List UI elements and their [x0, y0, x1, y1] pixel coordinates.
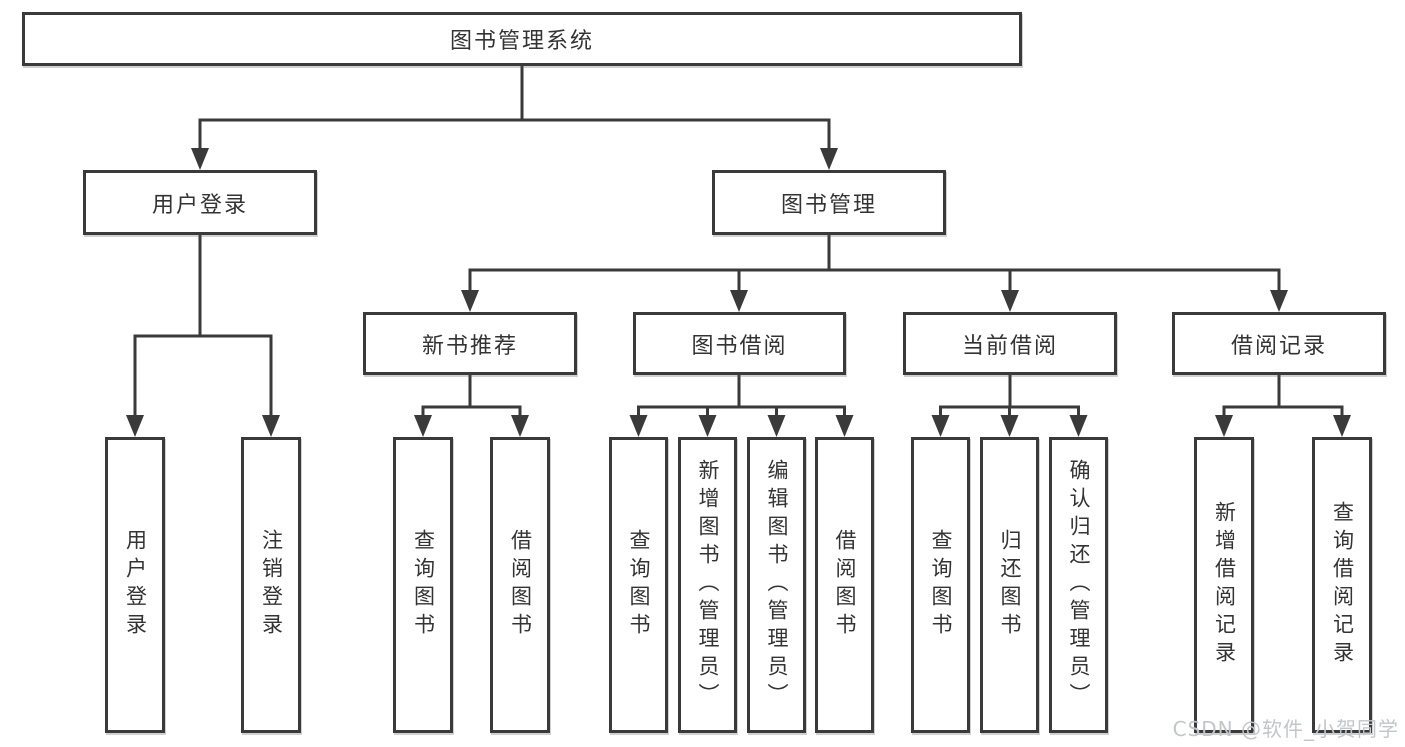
node-new-book-recommend: 新书推荐 [363, 312, 577, 375]
leaf-add-books-admin: 新增图书（管理员） [678, 437, 737, 733]
leaf-query-borrow-record: 查询借阅记录 [1312, 437, 1372, 733]
leaf-borrow-books: 借阅图书 [815, 437, 874, 733]
leaf-label: 借阅图书 [833, 529, 857, 641]
leaf-query-books-recommend: 查询图书 [393, 437, 453, 733]
leaf-confirm-return-admin: 确认归还（管理员） [1049, 437, 1108, 733]
node-book-borrowing: 图书借阅 [633, 312, 846, 375]
node-user-login: 用户登录 [83, 170, 317, 235]
leaf-label: 编辑图书（管理员） [765, 459, 789, 711]
node-borrowing-records: 借阅记录 [1172, 312, 1386, 375]
leaf-label: 确认归还（管理员） [1067, 459, 1091, 711]
leaf-label: 查询借阅记录 [1330, 501, 1355, 669]
leaf-label: 查询图书 [411, 529, 436, 641]
leaf-label: 用户登录 [123, 529, 148, 641]
connector-stems [133, 64, 1344, 419]
node-library-management-system: 图书管理系统 [22, 12, 1022, 66]
leaf-borrow-books-recommend: 借阅图书 [490, 437, 550, 733]
leaf-logout: 注销登录 [241, 437, 301, 733]
leaf-label: 查询图书 [627, 529, 651, 641]
leaf-user-login: 用户登录 [105, 437, 165, 733]
node-current-borrowing: 当前借阅 [903, 312, 1117, 375]
leaf-return-books: 归还图书 [980, 437, 1039, 733]
leaf-add-borrow-record: 新增借阅记录 [1194, 437, 1254, 733]
leaf-query-books: 查询图书 [609, 437, 668, 733]
leaf-label: 借阅图书 [508, 529, 533, 641]
leaf-label: 归还图书 [998, 529, 1022, 641]
watermark: CSDN @软件_小贺同学 [1172, 717, 1399, 741]
leaf-query-books-current: 查询图书 [911, 437, 970, 733]
leaf-label: 查询图书 [929, 529, 953, 641]
arrowheads [126, 148, 1351, 437]
node-book-management: 图书管理 [712, 170, 946, 235]
leaf-edit-books-admin: 编辑图书（管理员） [747, 437, 806, 733]
leaf-label: 新增图书（管理员） [696, 459, 720, 711]
leaf-label: 新增借阅记录 [1212, 501, 1237, 669]
leaf-label: 注销登录 [259, 529, 284, 641]
